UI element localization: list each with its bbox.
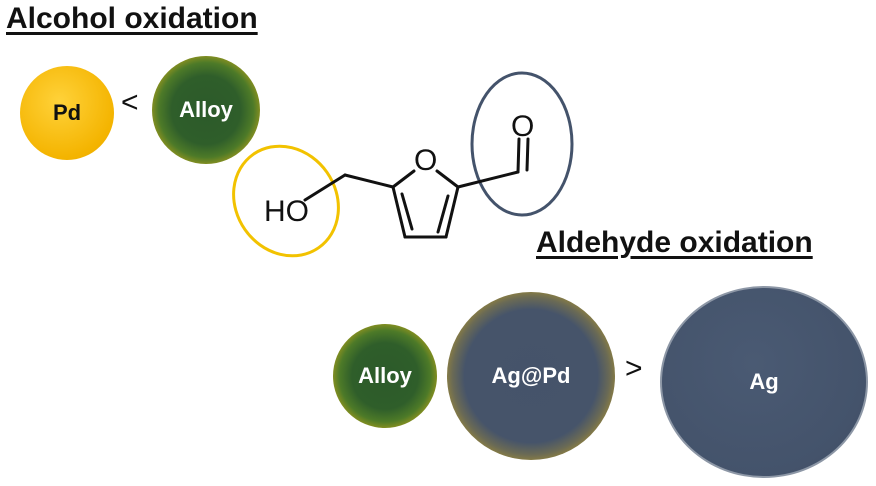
- aldehyde-highlight-ellipse: [470, 71, 574, 217]
- alloy-nanoparticle-alcohol: Alloy: [152, 56, 260, 164]
- greater-than-symbol: >: [625, 352, 643, 385]
- carbonyl-oxygen-label: O: [511, 110, 534, 143]
- oh-ch2-bond: [303, 173, 347, 202]
- ag-label: Ag: [749, 369, 779, 394]
- alloy-label-aldehyde: Alloy: [358, 363, 412, 388]
- ring-bond-o-c2: [435, 169, 460, 189]
- ring-bond-c4-c5: [391, 185, 407, 239]
- carbonyl-bond: [516, 137, 521, 174]
- agpd-core-shell-nanoparticle: Ag@Pd: [447, 292, 615, 460]
- hydroxyl-highlight-ellipse: [232, 144, 340, 258]
- ring-oxygen-label: O: [414, 144, 437, 177]
- ag-nanoparticle: Ag: [660, 286, 868, 478]
- ring-cho-bond: [456, 170, 520, 189]
- ring-double-bond-c4-c5: [400, 192, 414, 231]
- pd-label: Pd: [52, 100, 82, 125]
- alloy-label-alcohol: Alloy: [179, 97, 233, 122]
- hydroxyl-label: HO: [264, 195, 309, 228]
- ring-double-bond-c2-c3: [436, 194, 450, 234]
- agpd-label: Ag@Pd: [491, 363, 571, 388]
- aldehyde-oxidation-heading: Aldehyde oxidation: [536, 226, 813, 259]
- alloy-nanoparticle-aldehyde: Alloy: [333, 324, 437, 428]
- pd-nanoparticle: Pd: [20, 66, 114, 160]
- alcohol-oxidation-heading: Alcohol oxidation: [6, 2, 258, 35]
- less-than-symbol: <: [121, 86, 139, 119]
- ring-bond-c5-o: [391, 169, 416, 189]
- carbonyl-double-bond: [525, 137, 530, 172]
- ring-bond-c2-c3: [444, 185, 460, 239]
- molecule-bonds: [303, 137, 530, 239]
- ch2-ring-bond: [343, 173, 395, 189]
